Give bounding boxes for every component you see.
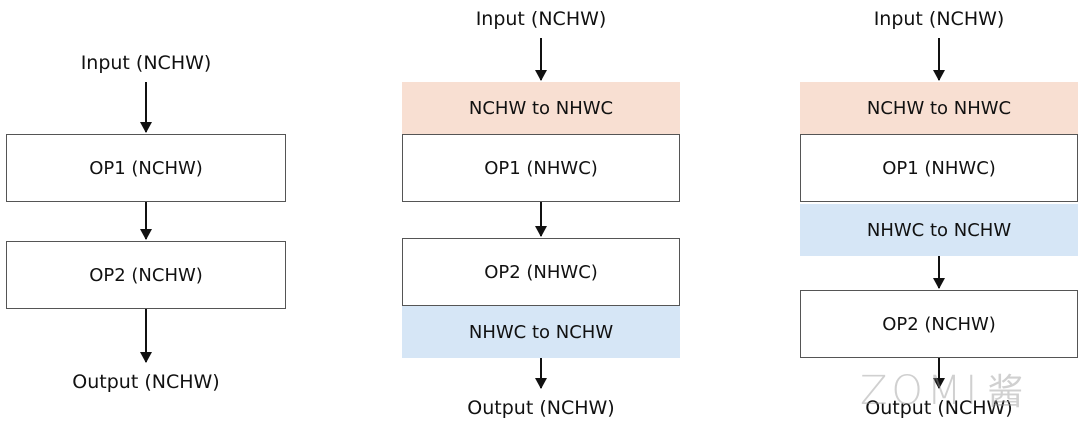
diagram-3-output-label: Output (NCHW) (865, 397, 1013, 419)
diagram-2-nhwc-to-nchw-box: NHWC to NCHW (402, 306, 680, 358)
diagram-2-output-label: Output (NCHW) (467, 397, 615, 419)
diagram-3-nchw-to-nhwc-label: NCHW to NHWC (866, 97, 1012, 119)
watermark-text: ZOMI (860, 368, 982, 414)
diagram-2-input-label: Input (NCHW) (475, 8, 607, 30)
diagram-3-nchw-to-nhwc-box: NCHW to NHWC (800, 82, 1078, 134)
diagram-3-op1-label: OP1 (NHWC) (882, 157, 996, 179)
watermark-glyph: 酱 (987, 372, 1028, 413)
diagram-1-arrow-op1-op2 (140, 202, 152, 240)
diagram-2-arrow-op1-op2 (535, 202, 547, 237)
diagram-3-op2-box: OP2 (NCHW) (800, 290, 1078, 358)
diagram-3-nhwc-to-nchw-label: NHWC to NCHW (866, 219, 1012, 241)
diagram-2-arrow-convert-output (535, 358, 547, 389)
diagram-3-arrow-op2-output (933, 358, 945, 389)
diagram-3-input-label: Input (NCHW) (873, 8, 1005, 30)
diagram-3-op1-box: OP1 (NHWC) (800, 134, 1078, 202)
diagram-3-nhwc-to-nchw-box: NHWC to NCHW (800, 204, 1078, 256)
diagram-2-nchw-to-nhwc-label: NCHW to NHWC (468, 97, 614, 119)
diagram-1-op2-label: OP2 (NCHW) (89, 264, 203, 286)
diagram-2-arrow-input-convert (535, 38, 547, 81)
diagram-1-arrow-input-op1 (140, 82, 152, 133)
diagram-1-op1-box: OP1 (NCHW) (6, 134, 286, 202)
diagram-1-op1-label: OP1 (NCHW) (89, 157, 203, 179)
diagram-2-nhwc-to-nchw-label: NHWC to NCHW (468, 321, 614, 343)
diagram-3-arrow-convert-op2 (933, 256, 945, 289)
diagram-2-op1-label: OP1 (NHWC) (484, 157, 598, 179)
diagram-2-op1-box: OP1 (NHWC) (402, 134, 680, 202)
diagram-1-input-label: Input (NCHW) (80, 52, 212, 74)
diagram-1-output-label: Output (NCHW) (72, 371, 220, 393)
diagram-2-op2-box: OP2 (NHWC) (402, 238, 680, 306)
diagram-3-op2-label: OP2 (NCHW) (882, 313, 996, 335)
diagram-1-op2-box: OP2 (NCHW) (6, 241, 286, 309)
diagram-1-arrow-op2-output (140, 309, 152, 363)
diagram-2-op2-label: OP2 (NHWC) (484, 261, 598, 283)
diagram-2-nchw-to-nhwc-box: NCHW to NHWC (402, 82, 680, 134)
diagram-3-arrow-input-convert (933, 38, 945, 81)
